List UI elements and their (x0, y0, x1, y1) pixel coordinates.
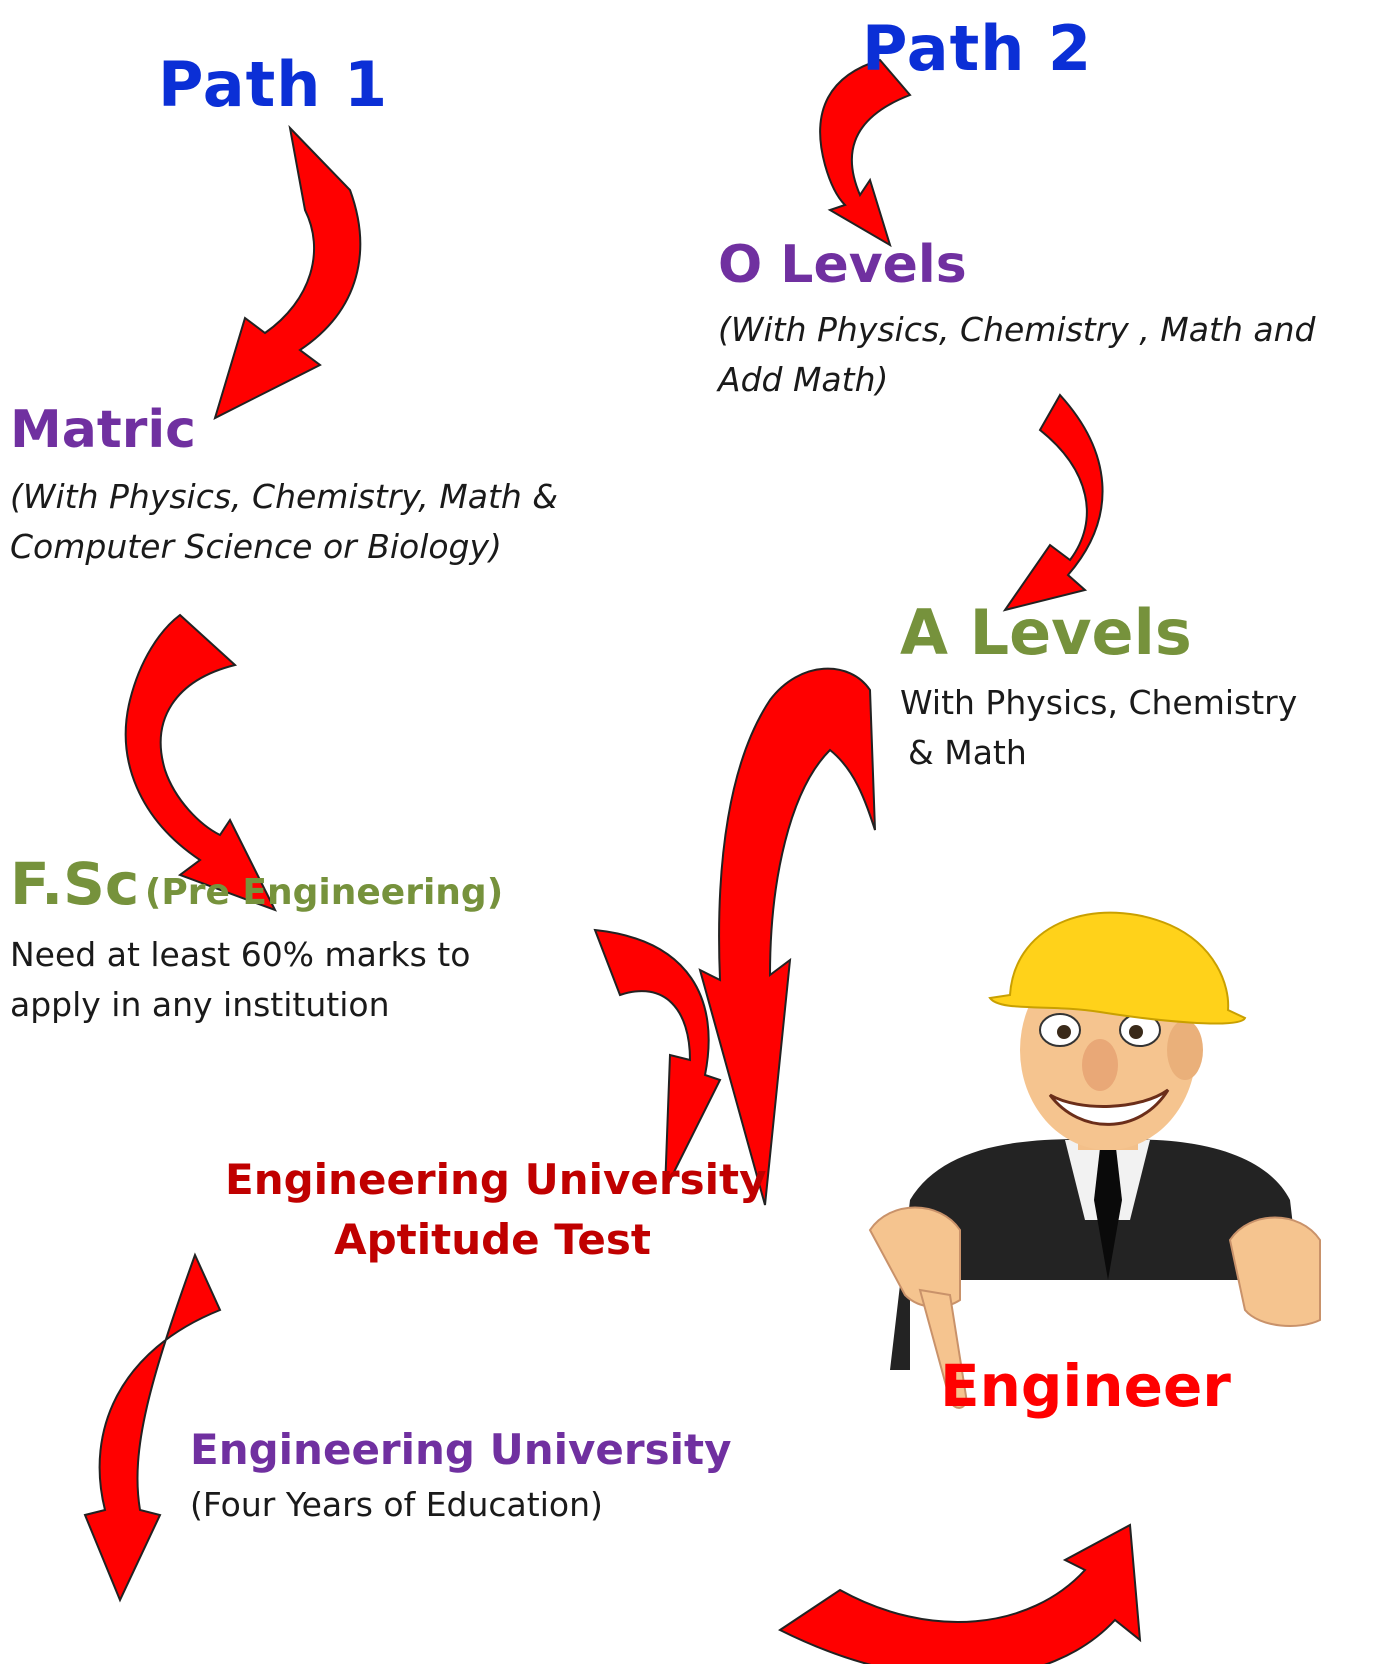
matric-note-line2: Computer Science or Biology) (10, 527, 502, 566)
arrow-path2-to-olevels (819, 58, 912, 248)
university-note: (Four Years of Education) (190, 1485, 603, 1524)
fsc-note-line2: apply in any institution (10, 985, 390, 1024)
arrow-olevels-to-alevels (1002, 393, 1104, 612)
fsc-note-line1: Need at least 60% marks to (10, 935, 471, 974)
alevels-note-line1: With Physics, Chemistry (900, 683, 1298, 722)
arrow-matric-to-fsc (124, 613, 278, 912)
engineer-illustration (868, 911, 1321, 1460)
aptitude-test-line1: Engineering University (225, 1155, 767, 1204)
university-title: Engineering University (190, 1425, 732, 1474)
fsc-title: F.Sc (10, 850, 140, 918)
arrow-path1-to-matric (213, 124, 362, 420)
matric-note-line1: (With Physics, Chemistry, Math & (10, 477, 559, 516)
arrow-test-to-university (83, 1252, 222, 1603)
aptitude-test-line2: Aptitude Test (334, 1215, 651, 1264)
alevels-title: A Levels (900, 596, 1192, 669)
matric-title: Matric (10, 400, 196, 460)
arrow-alevels-to-test (698, 667, 876, 1206)
fsc-heading: F.Sc (Pre Engineering) (10, 850, 503, 918)
path1-title: Path 1 (158, 48, 389, 121)
arrow-university-to-engineer (778, 1523, 1142, 1664)
fsc-subtitle: (Pre Engineering) (144, 872, 504, 913)
olevels-note: (With Physics, Chemistry , Math and Add … (718, 305, 1315, 405)
olevels-title: O Levels (718, 235, 967, 295)
aptitude-test: Engineering University Aptitude Test (225, 1150, 767, 1270)
matric-note: (With Physics, Chemistry, Math & Compute… (10, 472, 558, 572)
fsc-note: Need at least 60% marks to apply in any … (10, 930, 470, 1030)
alevels-note-line2: & Math (908, 733, 1027, 772)
engineer-label: Engineer (940, 1352, 1231, 1420)
arrow-fsc-to-test (593, 928, 722, 1191)
alevels-note: With Physics, Chemistry & Math (900, 678, 1297, 778)
olevels-note-line2: Add Math) (718, 360, 889, 399)
path2-title: Path 2 (862, 12, 1093, 85)
olevels-note-line1: (With Physics, Chemistry , Math and (718, 310, 1316, 349)
